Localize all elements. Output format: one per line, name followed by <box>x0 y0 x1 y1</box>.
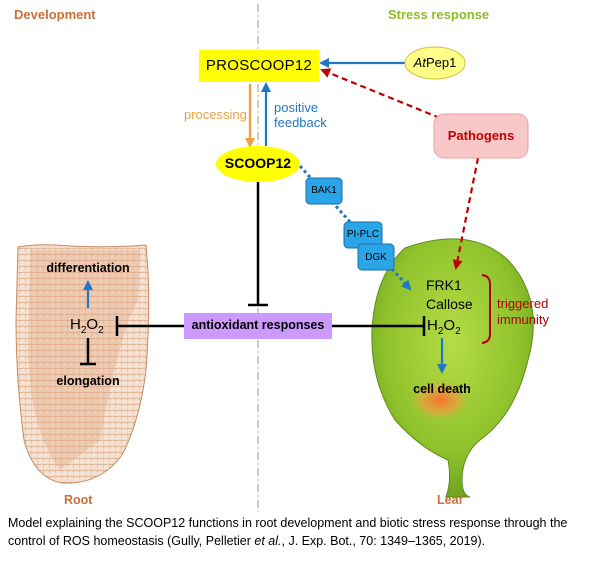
leaf-caption-label: Leaf <box>437 493 463 507</box>
bak1-label: BAK1 <box>311 185 337 196</box>
processing-label: processing <box>184 107 247 122</box>
immunity-label: immunity <box>497 312 550 327</box>
triggered-label: triggered <box>497 296 549 311</box>
atpep1-ellipse <box>404 46 466 80</box>
header-stress-response: Stress response <box>388 7 490 22</box>
pathogens-label: Pathogens <box>447 128 515 143</box>
atpep1-label: AtPep1 <box>413 55 457 70</box>
antioxidant-box <box>184 313 332 339</box>
callose-label: Callose <box>426 296 473 312</box>
positive-feedback-label-2: feedback <box>274 115 327 130</box>
elongation-label: elongation <box>56 374 120 388</box>
root-caption-label: Root <box>64 493 93 507</box>
arrow-pathogens-to-frk1 <box>452 157 480 270</box>
proscoop12-label: PROSCOOP12 <box>205 57 313 74</box>
scoop12-label: SCOOP12 <box>224 155 292 171</box>
positive-feedback-label-1: positive <box>274 100 319 115</box>
root-h2o2-label: H2O2 <box>70 316 104 336</box>
root-shading <box>28 250 140 470</box>
frk1-label: FRK1 <box>426 277 462 293</box>
dgk-box <box>357 243 395 271</box>
scoop12-ellipse <box>216 146 300 182</box>
dgk-label: DGK <box>365 252 387 263</box>
antioxidant-label: antioxidant responses <box>191 318 325 332</box>
header-development: Development <box>14 7 96 22</box>
leaf-h2o2-label: H2O2 <box>427 317 461 337</box>
immunity-bracket <box>481 274 491 344</box>
leaf-illustration <box>371 238 534 498</box>
arrow-pathogens-to-proscoop <box>320 68 441 120</box>
differentiation-label: differentiation <box>46 261 130 275</box>
bak1-box <box>305 177 343 205</box>
pathogens-box <box>433 113 529 159</box>
proscoop12-box <box>199 50 319 82</box>
cell-death-spot <box>408 378 472 422</box>
piplc-label: PI-PLC <box>346 229 380 240</box>
cell-death-label: cell death <box>413 382 471 396</box>
figure-caption: Model explaining the SCOOP12 functions i… <box>8 516 568 548</box>
